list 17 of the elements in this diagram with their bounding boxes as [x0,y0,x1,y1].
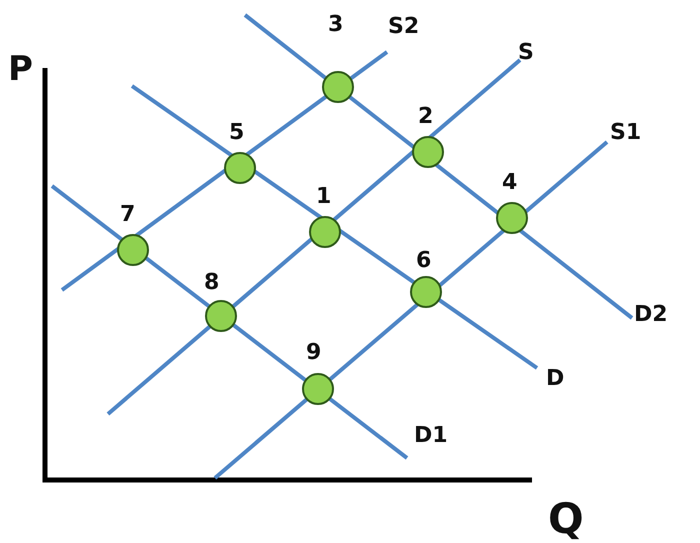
point-number: 3 [328,14,344,36]
point-number: 1 [316,186,332,208]
point-number: 9 [306,342,322,364]
curve-label: D2 [634,304,668,326]
point-number: 6 [416,250,432,272]
curve-label: S2 [388,16,420,38]
curve-label: S [518,42,534,64]
point-number: 5 [229,122,244,144]
curve-label: D [546,368,564,390]
point-number: 2 [418,106,434,128]
axis-label: Q [548,498,584,540]
curve-label: S1 [610,122,642,144]
point-number: 7 [120,204,136,226]
axis-label: P [8,52,33,86]
point-number: 4 [502,172,518,194]
curve-label: D1 [414,425,448,447]
point-number: 8 [204,272,220,294]
